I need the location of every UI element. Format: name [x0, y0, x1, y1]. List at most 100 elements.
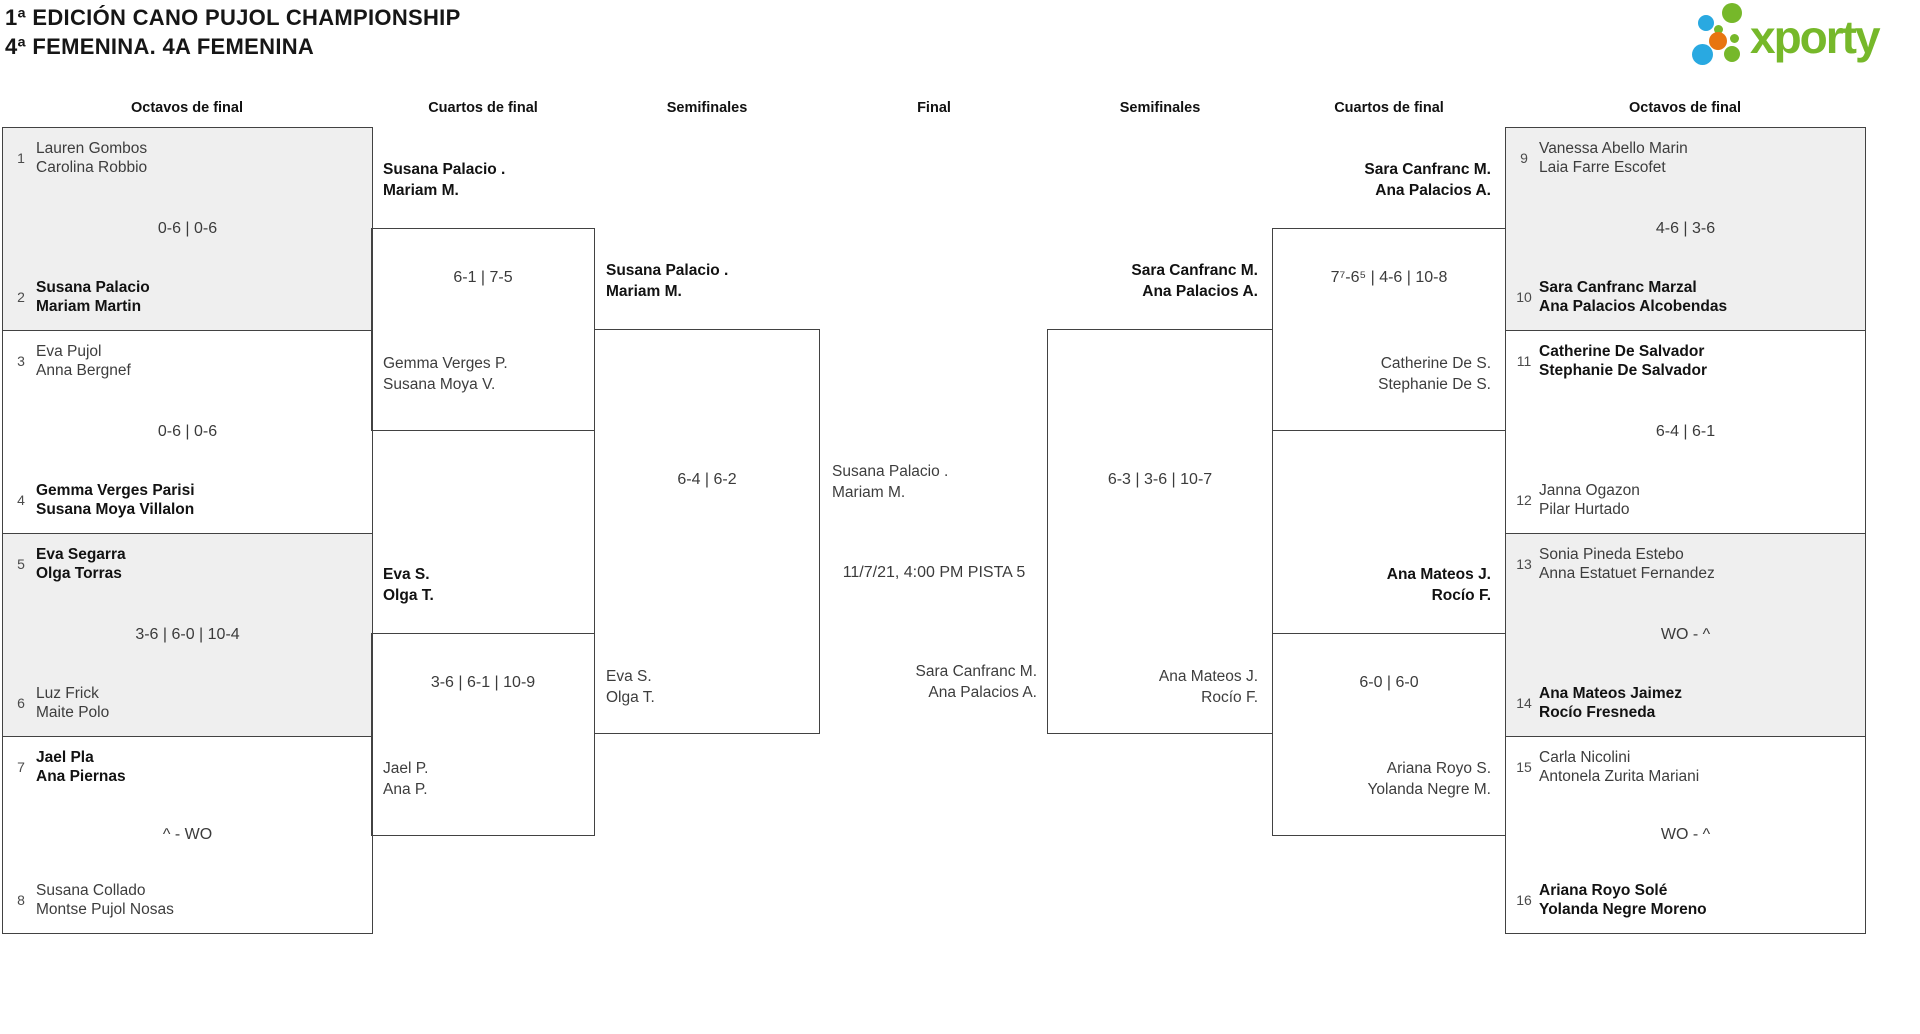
round-header-octavos-left: Octavos de final: [130, 100, 244, 116]
team-name: Stephanie De S.: [1378, 376, 1491, 393]
match-score: 7⁷-6⁵ | 4-6 | 10-8: [1330, 269, 1448, 286]
player-name: Jael Pla: [36, 749, 94, 766]
round-header-cuartos-right: Cuartos de final: [1334, 100, 1444, 116]
team-name: Ana Palacios A.: [1142, 283, 1258, 300]
loser-label: Gemma Verges P.Susana Moya V.: [383, 353, 508, 395]
winner-label: Eva S.Olga T.: [383, 564, 434, 606]
seed-number: 5: [17, 556, 25, 572]
team-name: Ana Mateos J.: [1386, 566, 1491, 583]
team-name: Rocío F.: [1431, 587, 1491, 604]
round-header-octavos-right: Octavos de final: [1628, 100, 1742, 116]
team-name: Susana Palacio .: [832, 463, 949, 480]
player-name: Anna Bergnef: [36, 362, 131, 379]
team-name: Eva S.: [606, 668, 652, 685]
player-name: Sonia Pineda Estebo: [1539, 546, 1684, 563]
team-name: Yolanda Negre M.: [1367, 781, 1491, 798]
match-score: 6-3 | 3-6 | 10-7: [1107, 471, 1213, 488]
player-name: Luz Frick: [36, 685, 99, 702]
team-name: Susana Moya V.: [383, 376, 496, 393]
player-name: Janna Ogazon: [1539, 482, 1640, 499]
seed-number: 16: [1516, 892, 1532, 908]
player-name: Catherine De Salvador: [1539, 343, 1705, 360]
player-name: Susana Collado: [36, 882, 146, 899]
player-name: Ana Mateos Jaimez: [1539, 685, 1682, 702]
player-name: Yolanda Negre Moreno: [1539, 901, 1707, 918]
player-name: Mariam Martin: [36, 298, 142, 315]
loser-label: Ana Mateos J.Rocío F.: [1159, 666, 1258, 708]
seed-number: 4: [17, 492, 25, 508]
loser-label: Catherine De S. Stephanie De S.: [1378, 353, 1491, 395]
player-name: Eva Segarra: [36, 546, 126, 563]
round-header-semis-right: Semifinales: [1119, 100, 1201, 116]
round-header-cuartos-left: Cuartos de final: [428, 100, 538, 116]
seed-number: 11: [1516, 353, 1532, 369]
qf-match-left-bottom: Eva S.Olga T. 3-6 | 6-1 | 10-9 Jael P.An…: [371, 566, 595, 836]
player-name: Antonela Zurita Mariani: [1539, 768, 1700, 785]
player-name: Olga Torras: [36, 565, 122, 582]
winner-label: Sara Canfranc M. Ana Palacios A.: [1131, 260, 1258, 302]
sf-match-right: Sara Canfranc M. Ana Palacios A. 6-3 | 3-…: [1047, 262, 1273, 734]
qf-match-right-top: Sara Canfranc M.Ana Palacios A. 7⁷-6⁵ | …: [1272, 161, 1506, 431]
seed-number: 15: [1516, 759, 1532, 775]
xporty-logo[interactable]: xporty: [1688, 0, 1906, 66]
match-score: 3-6 | 6-1 | 10-9: [430, 674, 536, 691]
team-name: Sara Canfranc M.: [915, 663, 1037, 680]
seed-number: 8: [17, 892, 25, 908]
round-header-final: Final: [917, 100, 951, 116]
player-name: Lauren Gombos: [36, 140, 148, 157]
final-team-top: Susana Palacio .Mariam M.: [832, 461, 948, 503]
seed-number: 13: [1516, 556, 1532, 572]
loser-label: Ariana Royo S. Yolanda Negre M.: [1367, 758, 1491, 800]
player-name: Ana Piernas: [36, 768, 126, 785]
player-name: Ariana Royo Solé: [1539, 882, 1668, 899]
seed-number: 6: [17, 695, 25, 711]
player-name: Laia Farre Escofet: [1539, 159, 1666, 176]
player-name: Gemma Verges Parisi: [36, 482, 195, 499]
match-score: 6-4 | 6-2: [677, 471, 737, 488]
round-header-semis-left: Semifinales: [666, 100, 748, 116]
logo-dot-icon: [1730, 34, 1739, 43]
team-name: Eva S.: [383, 566, 430, 583]
winner-label: Sara Canfranc M.Ana Palacios A.: [1364, 159, 1491, 201]
team-name: Sara Canfranc M.: [1131, 262, 1258, 279]
match-score: 4-6 | 3-6: [1655, 220, 1716, 237]
team-name: Ariana Royo S.: [1386, 760, 1491, 777]
team-name: Catherine De S.: [1380, 355, 1491, 372]
match-score: ^ - WO: [162, 826, 213, 843]
winner-label: Ana Mateos J. Rocío F.: [1387, 564, 1491, 606]
player-name: Susana Palacio: [36, 279, 150, 296]
match-score: 6-1 | 7-5: [453, 269, 513, 286]
match-score: WO - ^: [1660, 626, 1711, 643]
seed-number: 1: [17, 150, 25, 166]
team-name: Jael P.: [383, 760, 429, 777]
player-name: Sara Canfranc Marzal: [1539, 279, 1697, 296]
logo-dot-icon: [1724, 46, 1740, 62]
seed-number: 2: [17, 289, 25, 305]
player-name: Carla Nicolini: [1539, 749, 1631, 766]
loser-label: Jael P.Ana P.: [383, 758, 428, 800]
match-score: 6-4 | 6-1: [1655, 423, 1716, 440]
team-name: Susana Palacio .: [606, 262, 729, 279]
player-name: Carolina Robbio: [36, 159, 148, 176]
player-name: Rocío Fresneda: [1539, 704, 1656, 721]
seed-number: 3: [17, 353, 25, 369]
logo-dot-icon: [1692, 44, 1713, 65]
final-team-bottom: Sara Canfranc M.Ana Palacios A.: [916, 661, 1037, 703]
